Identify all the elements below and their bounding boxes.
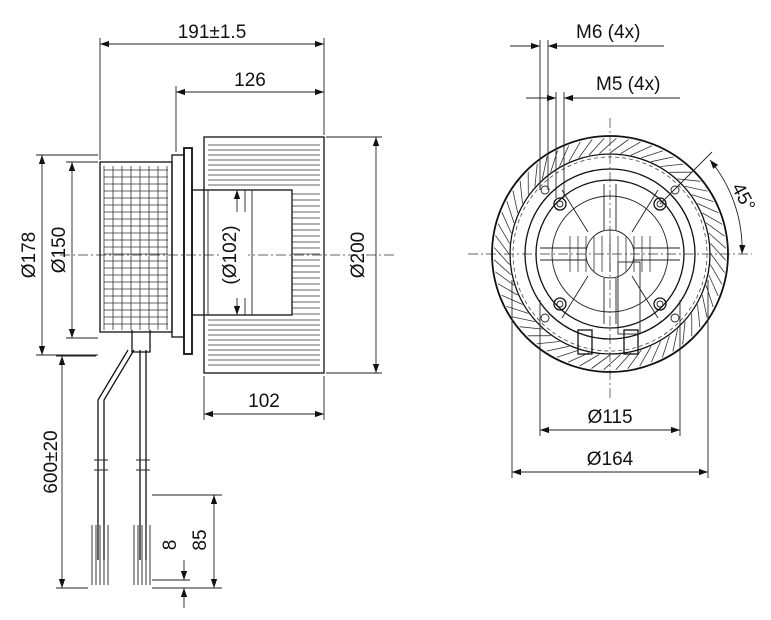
hatch-line bbox=[697, 304, 701, 328]
dim-strip: 85 8 bbox=[152, 494, 222, 608]
dim-bolt-circle-inner: Ø115 bbox=[539, 300, 681, 436]
hatch-line bbox=[536, 341, 560, 345]
hatch-line bbox=[630, 145, 653, 156]
hatch-line bbox=[641, 150, 664, 159]
dim-motor-length: 126 bbox=[175, 70, 324, 152]
hatch-line bbox=[556, 349, 579, 358]
dim-impeller-dia: Ø200 bbox=[326, 136, 382, 374]
hatch-line bbox=[591, 354, 611, 369]
hatch-line bbox=[685, 186, 708, 192]
dim-impeller-width: 102 bbox=[203, 376, 325, 420]
hatch-line bbox=[627, 349, 642, 369]
dim-bolt-circle-outer-label: Ø164 bbox=[587, 449, 634, 470]
hatch-line bbox=[682, 321, 686, 345]
impeller bbox=[203, 136, 325, 374]
hatch-line bbox=[701, 295, 708, 318]
hatch-line bbox=[501, 211, 512, 234]
dim-bolt-circle-outer: Ø164 bbox=[511, 280, 709, 478]
dim-flange-dia-label: Ø178 bbox=[19, 232, 40, 278]
hatch-line bbox=[493, 247, 510, 265]
hatch-line bbox=[691, 194, 714, 202]
dim-overall-length-label: 191±1.5 bbox=[178, 22, 247, 43]
hatch-line bbox=[578, 139, 593, 159]
hatch-line bbox=[603, 354, 621, 371]
impeller-blades-front bbox=[493, 137, 727, 371]
front-view: M6 (4x) M5 (4x) 45° Ø115 Ø164 bbox=[468, 22, 759, 478]
hatch-line bbox=[579, 354, 600, 367]
thread-callouts: M6 (4x) M5 (4x) bbox=[510, 22, 680, 198]
dim-hub-dia: (Ø102) bbox=[220, 190, 248, 315]
hatch-line bbox=[542, 156, 548, 179]
hatch-line bbox=[519, 326, 543, 330]
hatch-line bbox=[660, 163, 684, 167]
hatch-line bbox=[705, 285, 714, 308]
cable-outlets bbox=[577, 261, 641, 355]
angle-label: 45° bbox=[727, 180, 759, 215]
motor-body bbox=[99, 147, 193, 355]
hatch-line bbox=[609, 139, 629, 154]
hatch-line bbox=[546, 345, 569, 352]
dim-strip-short-label: 8 bbox=[160, 540, 181, 551]
hatch-line bbox=[615, 352, 632, 371]
hatch-line bbox=[599, 137, 617, 154]
dim-cable-length: 600±20 bbox=[41, 355, 96, 589]
hatch-line bbox=[497, 283, 518, 296]
hatch-line bbox=[651, 156, 674, 163]
hatch-line bbox=[708, 274, 719, 297]
dim-cable-length-label: 600±20 bbox=[41, 430, 62, 493]
hatch-line bbox=[568, 141, 581, 162]
hatch-line bbox=[506, 306, 529, 314]
hatch-line bbox=[677, 178, 701, 182]
hatch-line bbox=[519, 180, 523, 204]
motor-ribs bbox=[540, 184, 680, 324]
hatch-line bbox=[493, 259, 512, 276]
hatch-line bbox=[588, 137, 605, 156]
dim-motor-dia: Ø150 bbox=[49, 161, 98, 339]
hatch-line bbox=[534, 163, 538, 187]
hatch-line bbox=[710, 253, 725, 273]
thread-m6-label: M6 (4x) bbox=[576, 22, 640, 43]
mounting-screws bbox=[540, 185, 680, 323]
side-view: 191±1.5 126 102 Ø178 Ø150 bbox=[19, 22, 395, 608]
dim-hub-dia-label: (Ø102) bbox=[220, 225, 241, 284]
hatch-line bbox=[495, 235, 510, 255]
dim-impeller-dia-label: Ø200 bbox=[348, 232, 369, 278]
dim-flange-dia: Ø178 bbox=[19, 154, 98, 356]
hatch-line bbox=[650, 341, 661, 363]
thread-m5-label: M5 (4x) bbox=[596, 74, 660, 95]
dim-motor-length-label: 126 bbox=[234, 70, 266, 91]
hatch-line bbox=[512, 316, 535, 322]
hatch-line bbox=[497, 223, 510, 244]
dim-motor-dia-label: Ø150 bbox=[49, 227, 70, 273]
hatch-line bbox=[512, 190, 519, 213]
hatch-line bbox=[705, 222, 725, 237]
hatch-line bbox=[620, 141, 641, 154]
hatch-line bbox=[639, 346, 652, 367]
hatch-line bbox=[710, 264, 723, 285]
dim-strip-long-label: 85 bbox=[190, 529, 211, 550]
dim-impeller-width-label: 102 bbox=[248, 391, 280, 412]
dim-overall-length: 191±1.5 bbox=[99, 22, 325, 160]
hatch-line bbox=[672, 329, 678, 352]
dim-bolt-circle-inner-label: Ø115 bbox=[587, 407, 632, 428]
cables bbox=[91, 349, 151, 585]
hatch-line bbox=[506, 200, 515, 223]
hatch-line bbox=[495, 271, 515, 286]
hatch-line bbox=[662, 335, 670, 358]
